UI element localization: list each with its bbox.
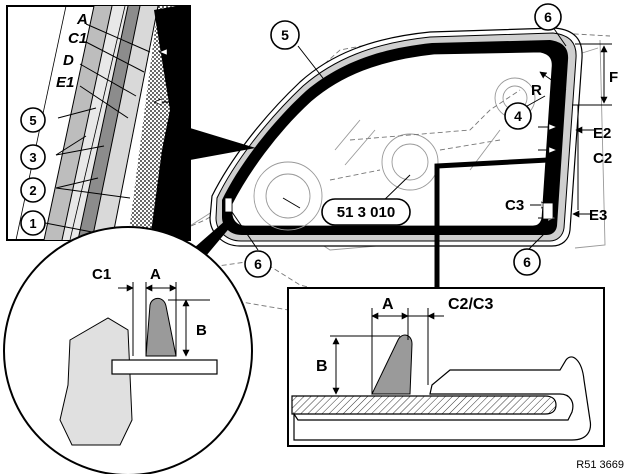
label-c2: C2 <box>593 150 612 167</box>
label-d: D <box>63 52 74 69</box>
label-b-box: B <box>316 358 328 375</box>
item-4-main: 4 <box>514 108 522 124</box>
label-e1: E1 <box>56 74 74 91</box>
label-a: A <box>76 11 88 28</box>
item-6-top: 6 <box>544 9 552 25</box>
item-6-right: 6 <box>523 254 531 270</box>
label-c1: C1 <box>68 30 87 47</box>
item-3-detail: 3 <box>29 150 36 165</box>
label-e2: E2 <box>593 125 611 142</box>
labels: A C1 D E1 5 3 2 1 5 6 6 6 4 F R E2 C2 C3… <box>20 3 624 471</box>
label-e3: E3 <box>589 207 607 224</box>
label-c3: C3 <box>505 197 524 214</box>
label-c2c3-box: C2/C3 <box>448 296 493 313</box>
detail-bottom-left <box>3 226 253 474</box>
item-2-detail: 2 <box>29 183 36 198</box>
item-6-left: 6 <box>254 256 262 272</box>
item-1-detail: 1 <box>29 216 36 231</box>
part-number: 51 3 010 <box>337 204 395 221</box>
label-r: R <box>531 82 542 99</box>
figure-code: R51 3669 <box>576 459 624 471</box>
label-f: F <box>609 69 618 86</box>
label-c1-circle: C1 <box>92 266 111 283</box>
glass-pane <box>231 51 553 227</box>
item-5-detail: 5 <box>29 113 36 128</box>
window-assembly <box>209 27 583 247</box>
detail-bottom-right <box>287 287 605 447</box>
label-a-circle: A <box>150 266 161 283</box>
item-5-main: 5 <box>281 27 289 43</box>
label-a-box: A <box>382 296 394 313</box>
label-b-circle: B <box>196 322 207 339</box>
detail-top-left <box>6 5 191 241</box>
